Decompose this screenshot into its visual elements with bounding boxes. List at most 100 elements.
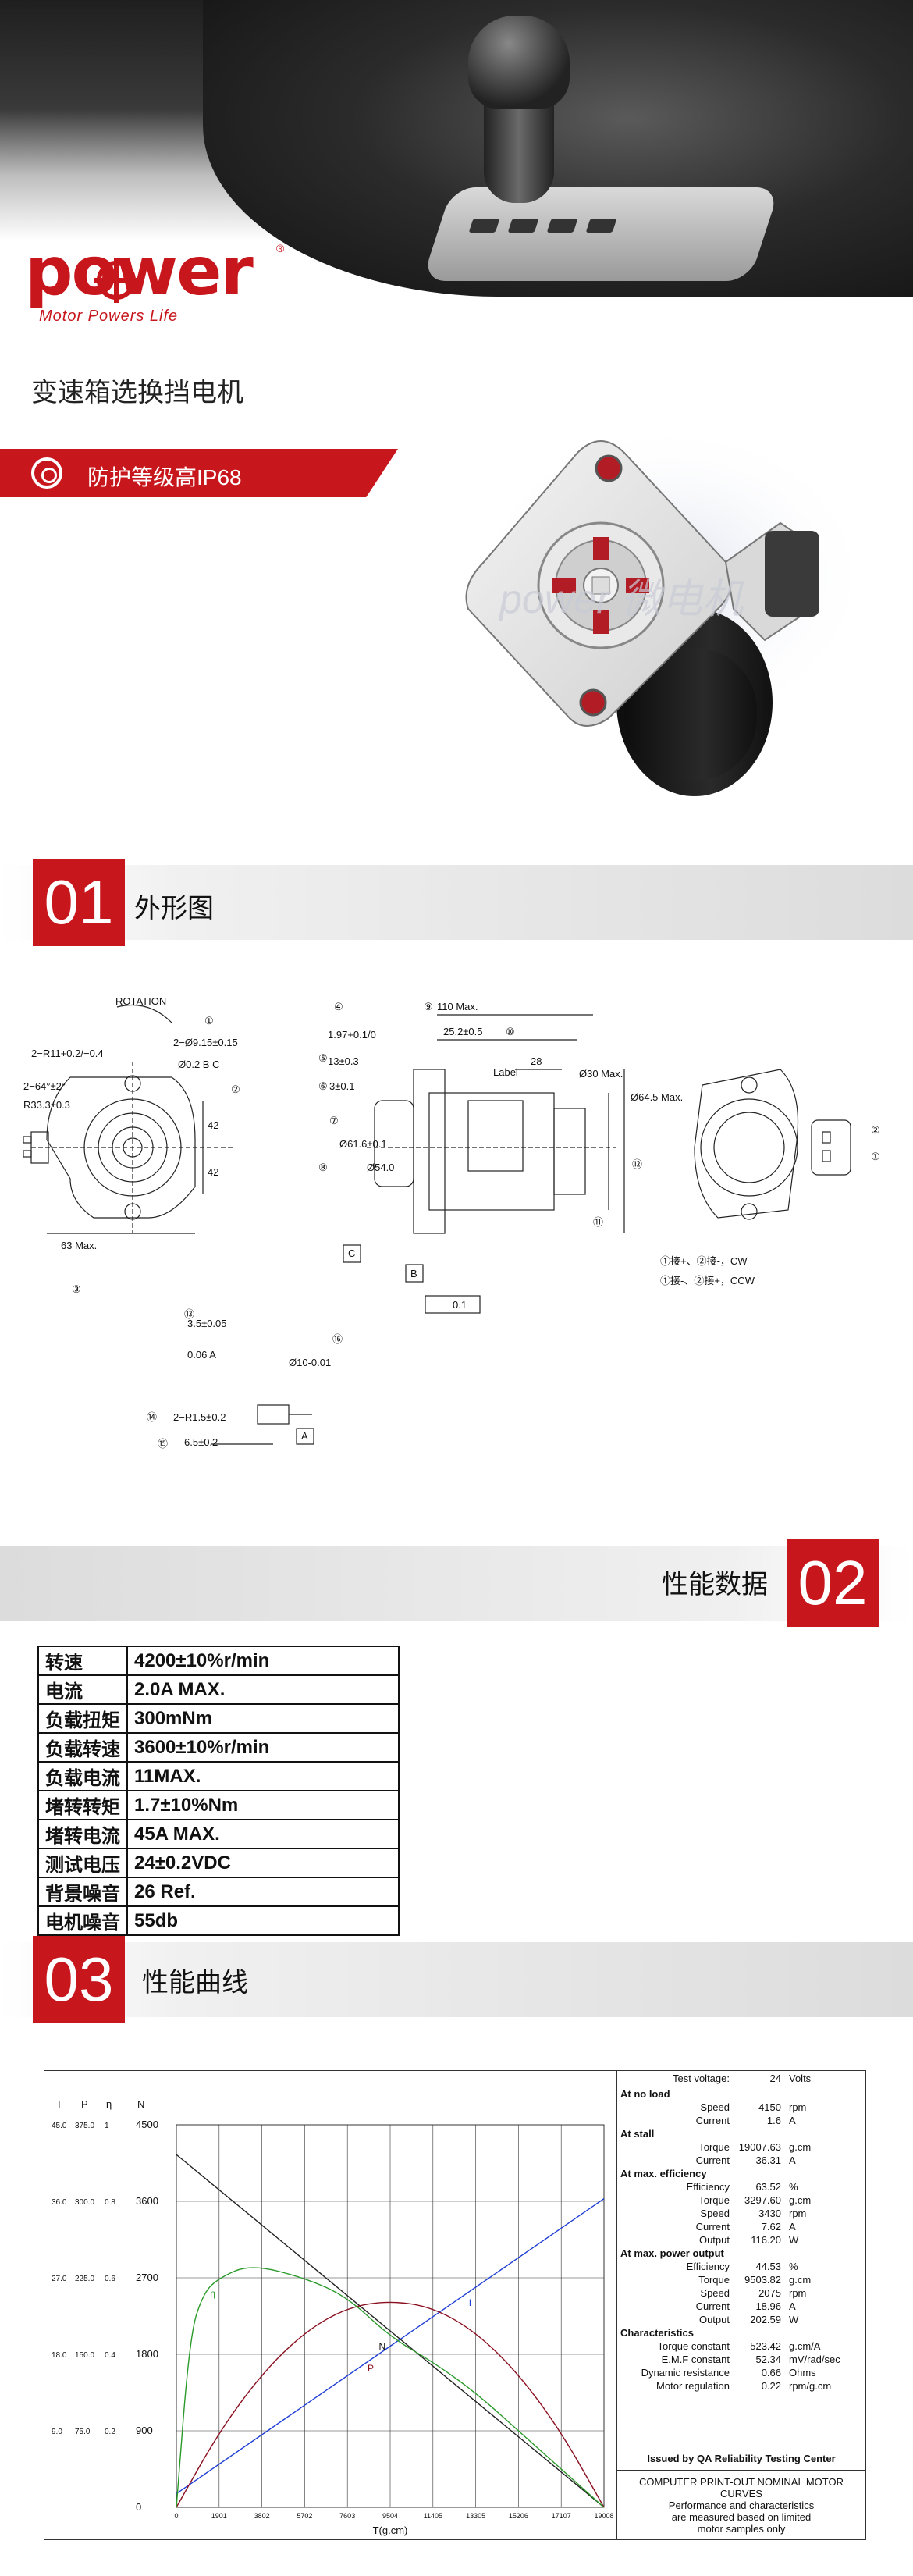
svg-text:Ø30 Max.: Ø30 Max.	[579, 1068, 623, 1080]
y-tick-label: 18.0	[52, 2351, 67, 2360]
axis-header: N	[137, 2098, 144, 2110]
svg-text:⑤: ⑤	[318, 1052, 328, 1064]
svg-text:2−R11+0.2/−0.4: 2−R11+0.2/−0.4	[31, 1048, 104, 1059]
x-tick-label: 7603	[339, 2512, 355, 2520]
side-view-labels: 110 Max. 25.2±0.5 28 1.97+0.1/0 13±0.3 3…	[318, 1001, 683, 1311]
svg-text:B: B	[410, 1268, 417, 1279]
svg-text:Ø0.2 B C: Ø0.2 B C	[178, 1059, 219, 1070]
svg-text:R33.3±0.3: R33.3±0.3	[23, 1099, 70, 1111]
section-title: 性能数据	[662, 1570, 768, 1599]
spec-value: 11MAX.	[126, 1761, 400, 1791]
svg-text:2−64°±2°: 2−64°±2°	[23, 1080, 66, 1092]
motor-product-image: power 微电机	[465, 422, 874, 796]
brand-name: power	[25, 233, 254, 311]
side-view	[343, 1014, 625, 1314]
svg-text:2−R1.5±0.2: 2−R1.5±0.2	[173, 1411, 226, 1423]
brand-tagline: Motor Powers Life	[39, 308, 179, 325]
y-tick-label: 375.0	[75, 2122, 94, 2130]
section-title: 外形图	[134, 894, 214, 923]
svg-text:63 Max.: 63 Max.	[61, 1240, 97, 1251]
svg-text:①: ①	[871, 1151, 880, 1162]
shaft-detail-labels: 3.5±0.05 0.06 A Ø10-0.01 2−R1.5±0.2 6.5±…	[147, 1308, 343, 1450]
shaft-detail	[211, 1404, 314, 1445]
svg-text:C: C	[348, 1247, 355, 1259]
y-tick-label: 300.0	[75, 2198, 94, 2207]
test-voltage-row: Test voltage: 24 Volts	[673, 2073, 812, 2084]
series-eta-line	[176, 2267, 605, 2508]
section-number: 01	[33, 859, 125, 946]
feature-banner	[0, 449, 398, 497]
spec-key: 电机噪音	[37, 1905, 128, 1936]
spec-value: 45A MAX.	[126, 1819, 400, 1849]
panel-footer-line: are measured based on limited	[671, 2511, 812, 2523]
series-label: N	[378, 2341, 385, 2352]
registered-mark: ®	[276, 242, 285, 254]
spec-value: 24±0.2VDC	[126, 1848, 400, 1878]
spec-key: 负载电流	[37, 1761, 128, 1791]
series-n-line	[176, 2154, 605, 2508]
y-tick-label: 0.8	[105, 2198, 115, 2207]
rear-view	[694, 1069, 851, 1220]
svg-text:2−Ø9.15±0.15: 2−Ø9.15±0.15	[173, 1037, 238, 1048]
hero-banner	[0, 0, 913, 437]
x-tick-label: 9504	[382, 2512, 398, 2520]
rear-view-labels: ② ① ①接+、②接-，CW ①接-、②接+，CCW	[660, 1124, 880, 1286]
spec-key: 测试电压	[37, 1848, 128, 1878]
svg-text:⑫: ⑫	[632, 1158, 642, 1170]
spec-key: 负载扭矩	[37, 1703, 128, 1734]
y-tick-label: 1800	[136, 2348, 158, 2360]
y-tick-label: 0	[136, 2501, 141, 2513]
svg-text:Ø64.5 Max.: Ø64.5 Max.	[631, 1091, 683, 1103]
section-bar-02	[0, 1546, 913, 1621]
spec-value: 55db	[126, 1905, 400, 1936]
panel-footer-line: Performance and characteristics	[668, 2500, 815, 2511]
crosshair-icon	[94, 258, 139, 303]
svg-text:Ø10-0.01: Ø10-0.01	[289, 1357, 331, 1368]
spec-value: 300mNm	[126, 1703, 400, 1734]
svg-text:⑮: ⑮	[158, 1438, 168, 1450]
spec-key: 堵转电流	[37, 1819, 128, 1849]
svg-text:42: 42	[208, 1119, 218, 1131]
spec-key: 转速	[37, 1646, 128, 1676]
spec-value: 26 Ref.	[126, 1877, 400, 1907]
svg-text:⑬: ⑬	[184, 1308, 194, 1320]
gear-knob-image	[468, 16, 570, 109]
performance-chart	[44, 2070, 866, 2540]
svg-text:3±0.1: 3±0.1	[329, 1080, 354, 1092]
section-title: 性能曲线	[142, 1968, 248, 1998]
spec-value: 4200±10%r/min	[126, 1646, 400, 1676]
y-tick-label: 150.0	[75, 2351, 94, 2360]
series-label: P	[368, 2363, 374, 2374]
spec-key: 背景噪音	[37, 1877, 128, 1907]
y-tick-label: 75.0	[75, 2428, 91, 2436]
y-tick-label: 0.4	[105, 2351, 115, 2360]
svg-text:⑦: ⑦	[329, 1115, 339, 1126]
spec-key: 负载转速	[37, 1732, 128, 1763]
section-number: 02	[787, 1539, 879, 1627]
series-label: η	[210, 2288, 215, 2299]
panel-footer-line: motor samples only	[697, 2523, 786, 2535]
front-view-labels: ROTATION 2−R11+0.2/−0.4 2−Ø9.15±0.15 Ø0.…	[23, 995, 240, 1295]
x-tick-label: 3802	[254, 2512, 270, 2520]
gear-icon	[31, 457, 62, 489]
front-view	[23, 1004, 234, 1234]
svg-text:⑪: ⑪	[593, 1216, 603, 1228]
spec-value: 3600±10%r/min	[126, 1732, 400, 1763]
